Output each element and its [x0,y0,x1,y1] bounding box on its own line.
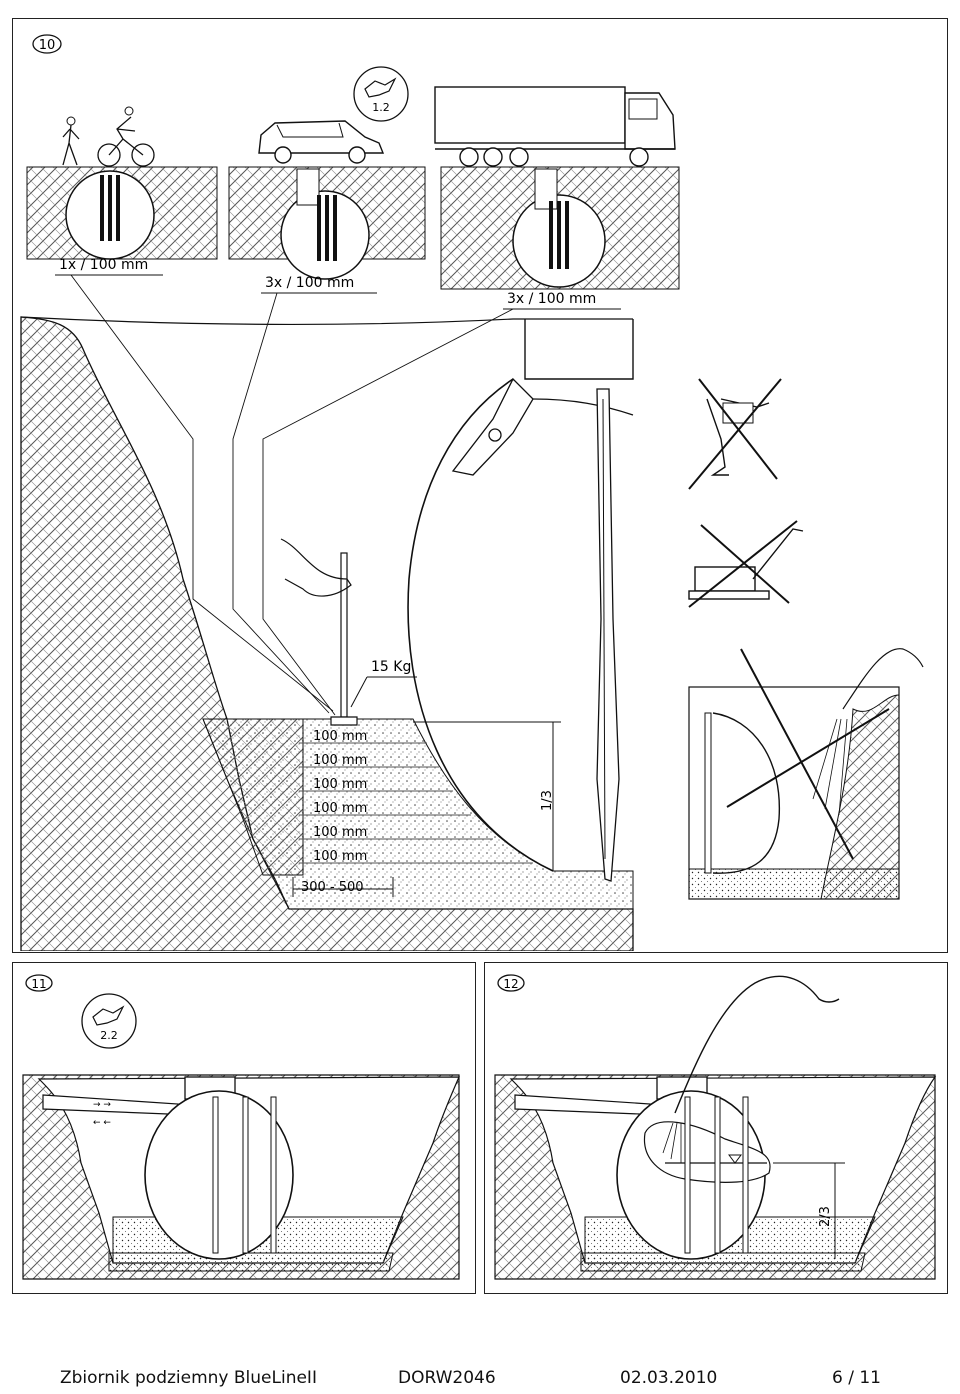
svg-text:1.2: 1.2 [372,101,390,114]
document-date: 02.03.2010 [620,1368,718,1388]
truck-icon [434,86,676,167]
backfill-layers [202,718,634,910]
ground-section-truck [440,166,680,290]
prohibited-vibratory-rammer-icon [688,378,782,490]
layer-label: 100 mm [313,849,367,864]
ratio-dimension: 1/3 [413,721,561,871]
figure-12-number: 12 [497,974,525,992]
layer-label: 100 mm [313,753,367,768]
svg-text:11: 11 [31,977,46,991]
svg-text:1/3: 1/3 [540,790,555,811]
water-hose [662,975,840,1163]
page-footer: Zbiornik podziemny BlueLineII DORW2046 0… [0,1362,960,1392]
svg-text:2/3: 2/3 [818,1206,833,1227]
layer-label: 100 mm [313,801,367,816]
svg-text:300 - 500: 300 - 500 [301,880,364,895]
svg-text:2.2: 2.2 [100,1029,118,1042]
tamper-weight-label: 15 Kg [371,659,411,675]
car-load-label: 3x / 100 mm [265,275,354,291]
figure-10-drawing: 10 1.2 [20,34,924,952]
truck-load-label: 3x / 100 mm [507,291,596,307]
pedestrian-load-label: 1x / 100 mm [59,257,148,273]
book-reference-icon: 2.2 [81,993,137,1049]
hand-tamper [280,538,358,726]
svg-text:→ →: → → [93,1100,111,1110]
prohibited-flushing-inset [688,648,924,900]
figure-11-panel: 11 2.2 → → ← ← [12,962,476,1294]
car-icon [258,120,385,164]
figure-12-drawing: 12 2/3 [494,974,937,1280]
figure-11-drawing: 11 2.2 → → ← ← [22,974,460,1280]
tank [144,1076,294,1260]
tank-with-water [616,1076,771,1260]
figure-10-panel: 10 1.2 [12,18,948,953]
svg-text:← ←: ← ← [93,1118,111,1128]
layer-label: 100 mm [313,777,367,792]
figure-10-number: 10 [32,34,62,54]
pedestrian-icon [62,116,80,166]
ground-section-car [228,166,426,280]
figure-12-panel: 12 2/3 [484,962,948,1294]
book-reference-icon: 1.2 [353,66,409,122]
layer-label: 100 mm [313,729,367,744]
tank-section-large [407,319,634,872]
leader-lines [70,274,514,716]
document-title: Zbiornik podziemny BlueLineII [60,1368,317,1388]
layer-label: 100 mm [313,825,367,840]
bicycle-icon [97,106,155,167]
ground-section-pedestrian [26,166,218,260]
ratio-dimension: 2/3 [773,1162,845,1259]
svg-text:12: 12 [503,977,518,991]
tank-strap [596,388,620,882]
page-number: 6 / 11 [832,1368,881,1388]
prohibited-plate-compactor-icon [688,520,804,608]
figure-11-number: 11 [25,974,53,992]
svg-text:10: 10 [39,38,56,53]
trench-width-dimension: 300 - 500 [292,877,394,897]
document-code: DORW2046 [398,1368,496,1388]
